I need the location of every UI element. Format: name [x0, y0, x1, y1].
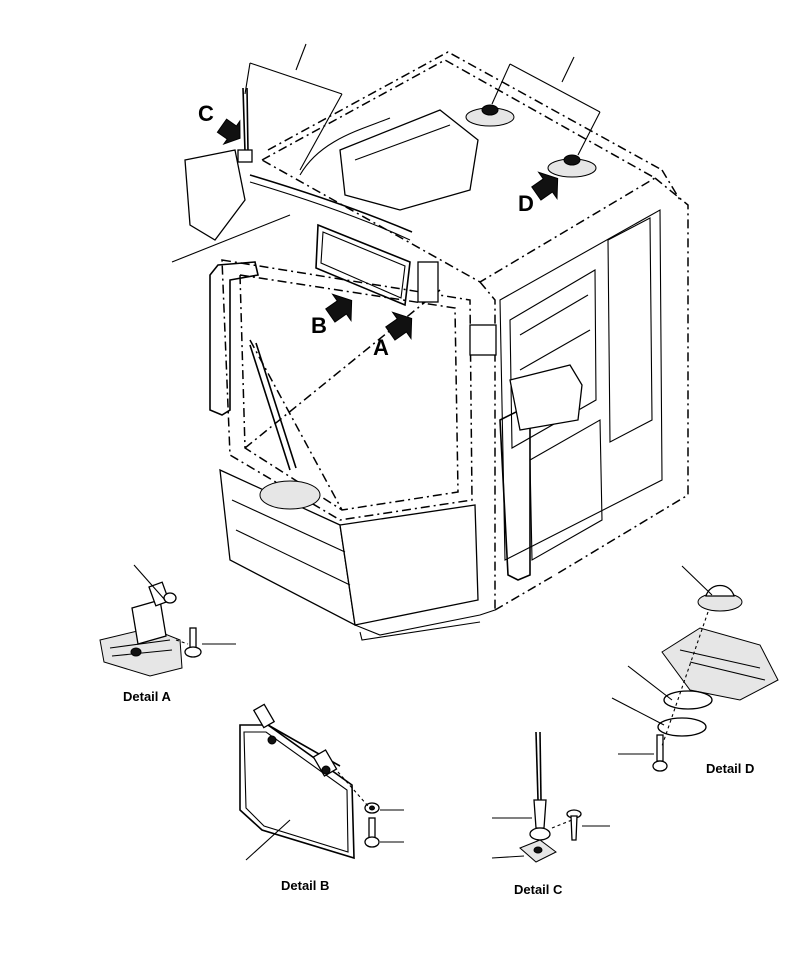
cab-assembly — [184, 51, 689, 641]
callout-c-letter: C — [198, 101, 214, 126]
callout-c: C — [198, 101, 241, 146]
callout-d-letter: D — [518, 191, 534, 216]
detail-b-caption: Detail B — [281, 878, 329, 893]
detail-a-drawing — [99, 564, 236, 677]
callout-a-letter: A — [373, 335, 389, 360]
main-leader-lines — [171, 43, 601, 263]
detail-c-drawing — [491, 731, 610, 863]
detail-d-drawing — [611, 565, 779, 772]
callout-a: A — [373, 311, 413, 360]
detail-d-caption: Detail D — [706, 761, 754, 776]
detail-c-caption: Detail C — [514, 882, 563, 897]
detail-b-drawing — [239, 703, 404, 861]
callout-b: B — [311, 293, 353, 338]
detail-a-caption: Detail A — [123, 689, 172, 704]
callout-b-letter: B — [311, 313, 327, 338]
callout-d: D — [518, 171, 559, 216]
